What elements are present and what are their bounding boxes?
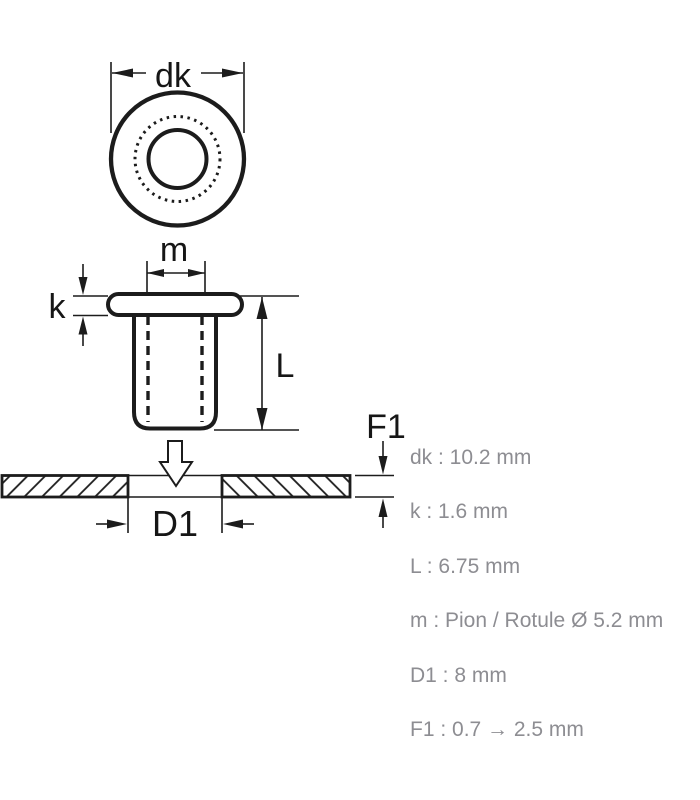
D1-label: D1 [152, 503, 198, 544]
L-arrowhead-down-icon [256, 408, 268, 430]
k-arrowhead-up-icon [78, 316, 88, 335]
top-view [108, 90, 247, 228]
k-label: k [49, 288, 67, 326]
F1-label: F1 [366, 408, 406, 446]
F1-arrowhead-up-icon [378, 498, 388, 517]
m-dimension: m [146, 231, 206, 292]
m-arrowhead-left-icon [147, 269, 164, 277]
plate-left-hatched [0, 474, 130, 499]
dk-dimension: dk [110, 57, 245, 133]
spec-item-dk: dk : 10.2 mm [410, 446, 532, 469]
spec-item-L: L : 6.75 mm [410, 555, 521, 578]
flange-head [106, 292, 244, 317]
spec-item-k: k : 1.6 mm [410, 500, 509, 523]
plate-section [0, 440, 352, 499]
L-dimension: L [214, 295, 299, 431]
dk-arrowhead-left-icon [112, 68, 133, 78]
k-dimension: k [49, 264, 108, 346]
spec-item-D1: D1 : 8 mm [410, 664, 507, 687]
F1-arrowhead-down-icon [378, 456, 388, 475]
F1-dimension: F1 [355, 408, 406, 528]
L-arrowhead-up-icon [256, 297, 268, 319]
L-label: L [276, 347, 295, 385]
m-arrowhead-right-icon [188, 269, 205, 277]
body-outline [132, 315, 218, 431]
center-hole-circle [146, 128, 209, 190]
dk-arrowhead-right-icon [222, 68, 243, 78]
D1-arrowhead-left-icon [223, 519, 243, 529]
dk-label: dk [155, 57, 192, 95]
plate-right-hatched [220, 474, 352, 499]
D1-dimension: D1 [96, 498, 254, 544]
spec-item-m: m : Pion / Rotule Ø 5.2 mm [410, 609, 664, 632]
spec-item-F1: F1 : 0.7 → 2.5 mm [410, 718, 584, 741]
hidden-bore-dotted-circle [133, 115, 222, 203]
side-view [106, 292, 244, 431]
insertion-direction-arrow-icon [158, 440, 194, 488]
k-arrowhead-down-icon [78, 277, 88, 295]
D1-arrowhead-right-icon [107, 519, 127, 529]
m-label: m [160, 231, 188, 269]
